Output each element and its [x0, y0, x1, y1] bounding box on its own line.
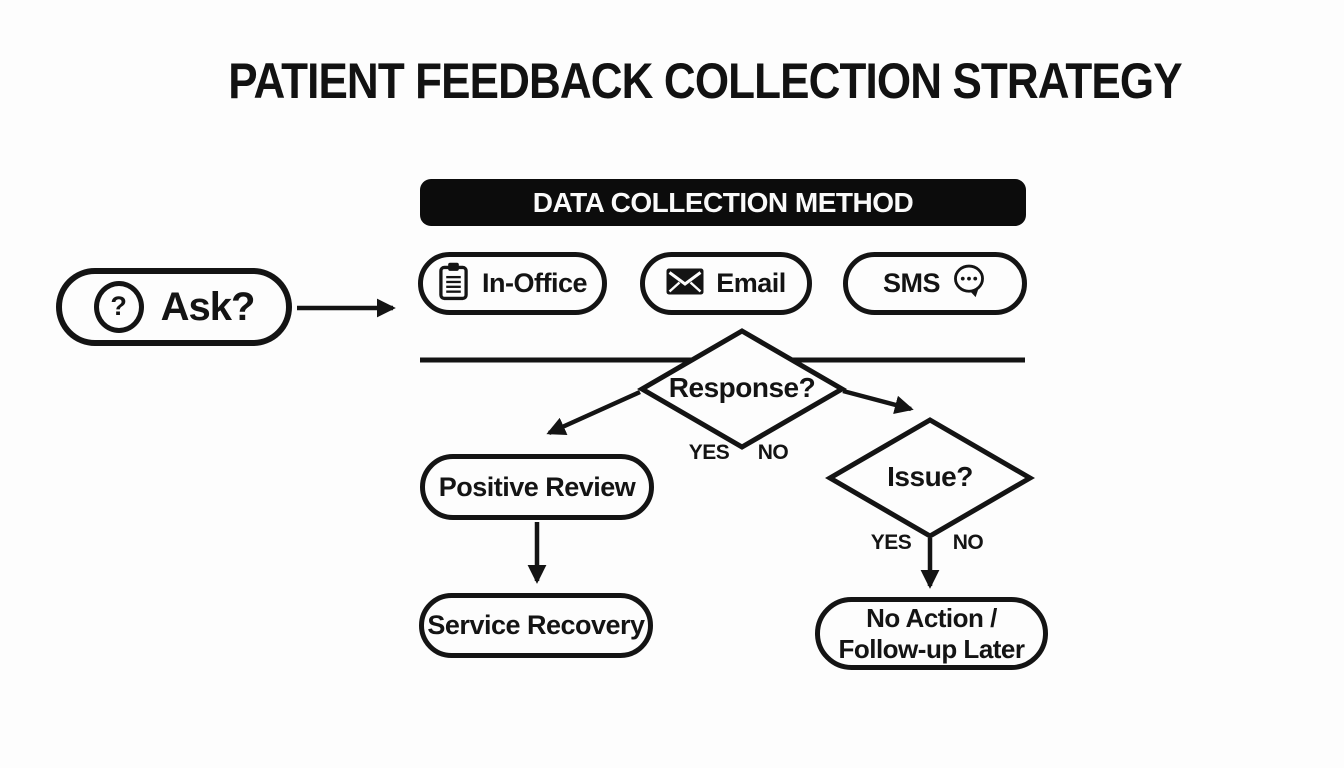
node-ask: ? Ask?	[56, 268, 292, 346]
response-decision-diamond	[637, 328, 847, 450]
issue-decision-diamond	[825, 417, 1035, 539]
page-title: PATIENT FEEDBACK COLLECTION STRATEGY	[228, 53, 1182, 109]
issue-no-label: NO	[952, 531, 984, 554]
issue-decision-label: Issue?	[887, 461, 973, 492]
positive-review-label: Positive Review	[438, 471, 636, 502]
speech-bubble-icon	[951, 264, 987, 304]
no-action-line2: Follow-up Later	[838, 633, 1025, 664]
email-label: Email	[716, 268, 786, 298]
response-decision-label: Response?	[668, 372, 816, 403]
clipboard-icon	[438, 261, 469, 306]
no-action-line1: No Action /	[866, 602, 997, 633]
ask-label: Ask?	[160, 284, 256, 329]
question-circle-icon: ?	[93, 281, 144, 333]
node-method-email: Email	[640, 252, 812, 315]
in-office-label: In-Office	[481, 268, 588, 298]
node-method-sms: SMS	[843, 252, 1027, 315]
sms-label: SMS	[882, 268, 941, 298]
node-method-in-office: In-Office	[418, 252, 607, 315]
response-yes-label: YES	[688, 441, 730, 464]
node-positive-review: Positive Review	[420, 454, 654, 520]
envelope-icon	[666, 268, 704, 300]
header-label: DATA COLLECTION METHOD	[532, 186, 914, 218]
arrow-response-no	[842, 388, 914, 415]
node-service-recovery: Service Recovery	[419, 593, 653, 658]
question-glyph: ?	[110, 290, 127, 321]
response-no-label: NO	[757, 441, 789, 464]
node-no-action-follow-up: No Action / Follow-up Later	[815, 597, 1048, 670]
data-collection-method-header: DATA COLLECTION METHOD	[420, 179, 1026, 226]
issue-yes-label: YES	[870, 531, 912, 554]
arrow-response-yes	[546, 389, 641, 436]
service-recovery-label: Service Recovery	[427, 610, 645, 640]
